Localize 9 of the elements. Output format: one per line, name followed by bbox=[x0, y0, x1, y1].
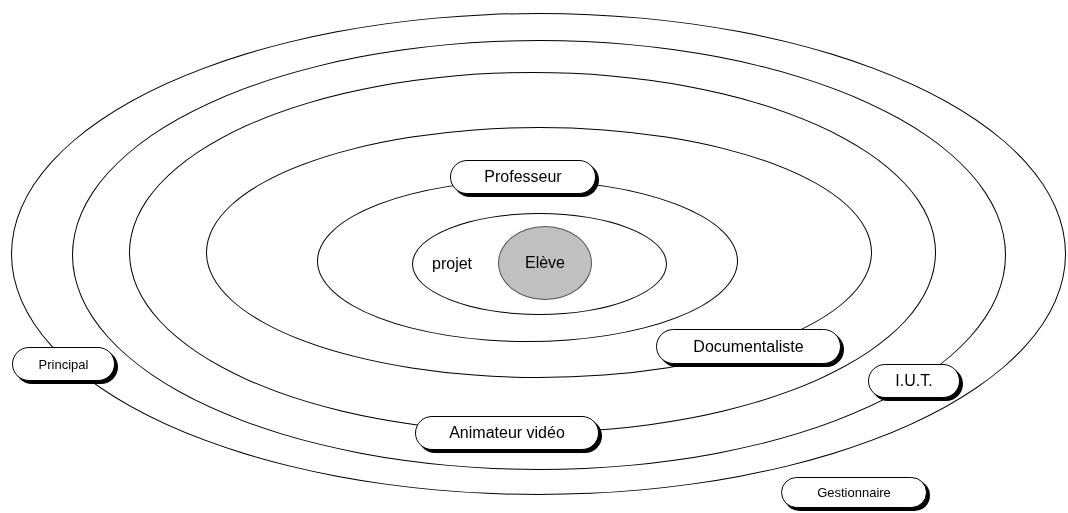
role-label: I.U.T. bbox=[868, 364, 960, 398]
role-label: Gestionnaire bbox=[781, 477, 927, 508]
node-label: projet bbox=[432, 255, 473, 273]
role-label: Principal bbox=[12, 347, 115, 381]
role-label: Documentaliste bbox=[656, 329, 841, 364]
role-label: Professeur bbox=[450, 160, 596, 194]
ring-ellipse bbox=[206, 127, 872, 378]
center-circle: Elève bbox=[498, 226, 592, 300]
role-label: Animateur vidéo bbox=[415, 416, 599, 450]
